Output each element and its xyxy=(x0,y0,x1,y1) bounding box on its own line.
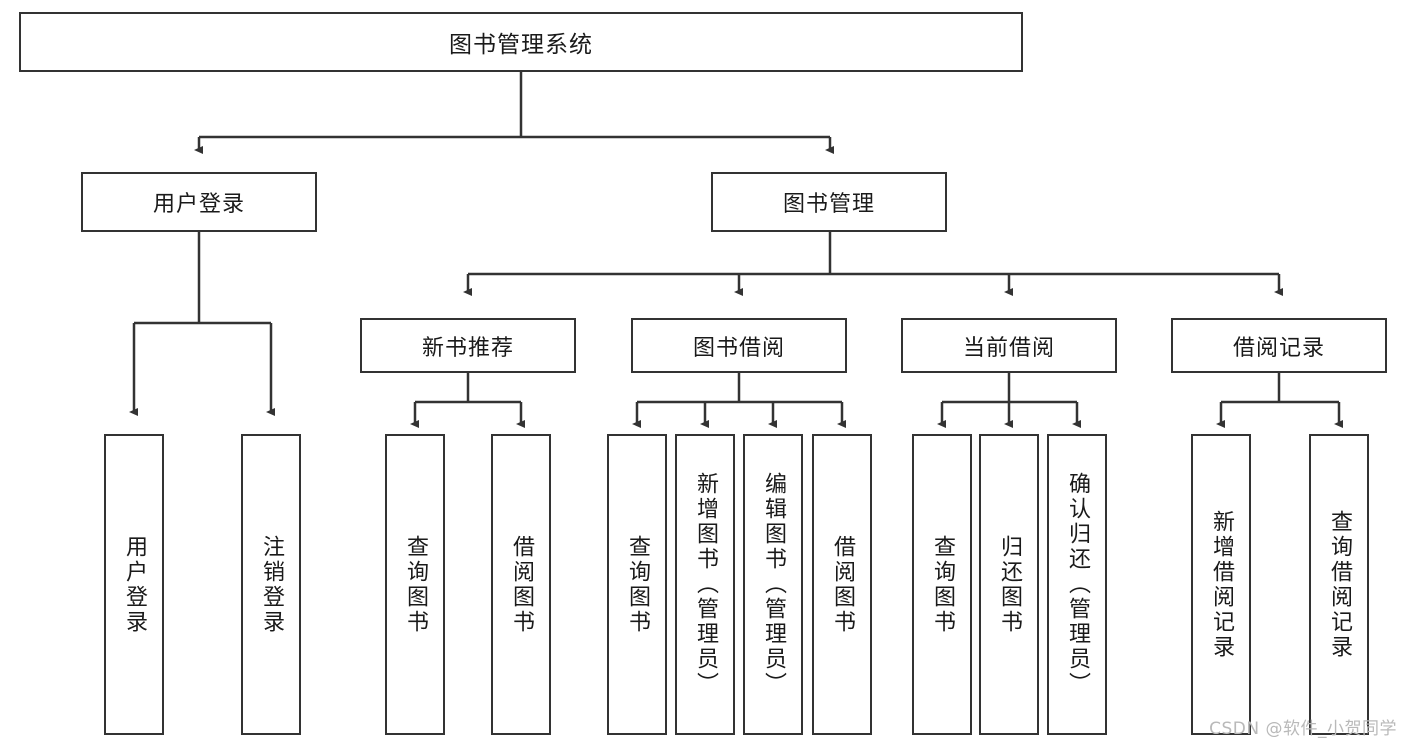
leaf-book-borrow-edit-book-admin[interactable]: 编辑图书（管理员） xyxy=(743,434,803,735)
node-label: 用户登录 xyxy=(122,534,147,635)
node-label: 注销登录 xyxy=(259,534,284,635)
node-label: 图书借阅 xyxy=(692,335,785,361)
node-root-book-management-system[interactable]: 图书管理系统 xyxy=(19,12,1023,72)
node-borrow-record[interactable]: 借阅记录 xyxy=(1171,318,1387,373)
node-book-management[interactable]: 图书管理 xyxy=(711,172,947,232)
leaf-current-borrow-confirm-return-admin[interactable]: 确认归还（管理员） xyxy=(1047,434,1107,735)
leaf-current-borrow-query-book[interactable]: 查询图书 xyxy=(912,434,972,735)
node-label: 查询图书 xyxy=(625,534,650,635)
leaf-user-login-login[interactable]: 用户登录 xyxy=(104,434,164,735)
node-label: 图书管理 xyxy=(782,192,875,217)
node-label: 查询图书 xyxy=(930,534,955,635)
node-label: 借阅记录 xyxy=(1232,335,1325,361)
node-label: 借阅图书 xyxy=(509,534,534,635)
leaf-borrow-record-add-record[interactable]: 新增借阅记录 xyxy=(1191,434,1251,735)
node-label: 编辑图书（管理员） xyxy=(761,472,786,697)
node-label: 借阅图书 xyxy=(830,534,855,635)
node-book-borrow[interactable]: 图书借阅 xyxy=(631,318,847,373)
csdn-watermark: CSDN @软件_小贺同学 xyxy=(1209,719,1397,739)
node-label: 图书管理系统 xyxy=(449,32,593,58)
node-label: 当前借阅 xyxy=(962,335,1055,361)
leaf-new-book-borrow-book[interactable]: 借阅图书 xyxy=(491,434,551,735)
node-new-book-recommend[interactable]: 新书推荐 xyxy=(360,318,576,373)
leaf-book-borrow-add-book-admin[interactable]: 新增图书（管理员） xyxy=(675,434,735,735)
leaf-book-borrow-query-book[interactable]: 查询图书 xyxy=(607,434,667,735)
node-user-login[interactable]: 用户登录 xyxy=(81,172,317,232)
node-label: 新增借阅记录 xyxy=(1209,509,1234,660)
node-label: 新增图书（管理员） xyxy=(693,472,718,697)
leaf-current-borrow-return-book[interactable]: 归还图书 xyxy=(979,434,1039,735)
node-label: 查询借阅记录 xyxy=(1327,509,1352,660)
node-current-borrow[interactable]: 当前借阅 xyxy=(901,318,1117,373)
node-label: 新书推荐 xyxy=(421,335,514,361)
leaf-borrow-record-query-record[interactable]: 查询借阅记录 xyxy=(1309,434,1369,735)
node-label: 查询图书 xyxy=(403,534,428,635)
leaf-book-borrow-borrow-book[interactable]: 借阅图书 xyxy=(812,434,872,735)
leaf-user-login-logout[interactable]: 注销登录 xyxy=(241,434,301,735)
node-label: 归还图书 xyxy=(997,534,1022,635)
leaf-new-book-query-book[interactable]: 查询图书 xyxy=(385,434,445,735)
node-label: 用户登录 xyxy=(152,192,245,217)
node-label: 确认归还（管理员） xyxy=(1065,472,1090,697)
